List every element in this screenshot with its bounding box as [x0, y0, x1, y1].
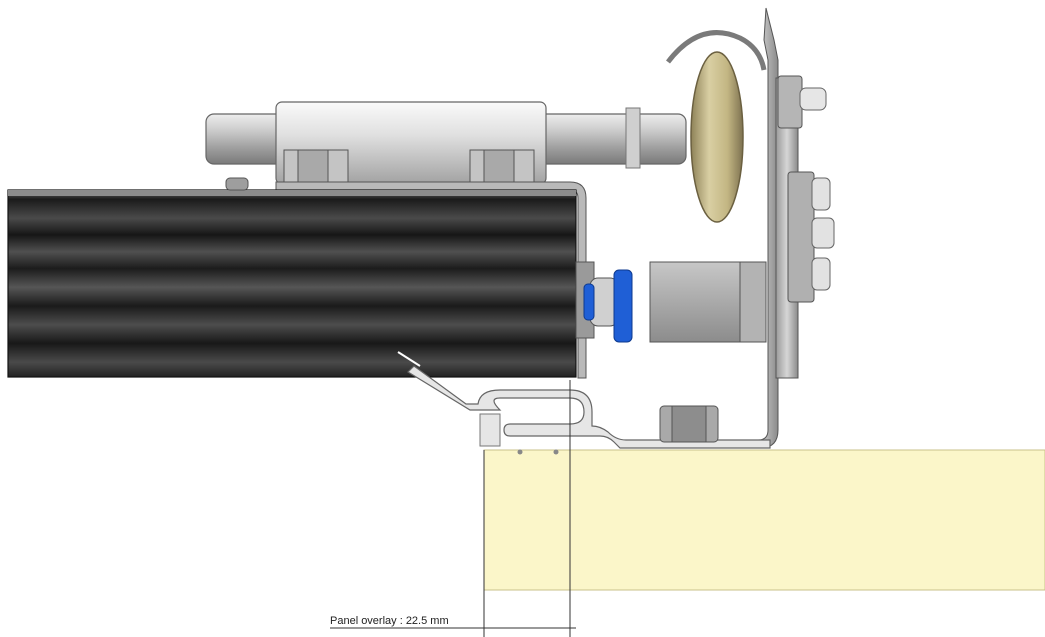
axle-assembly: [205, 101, 687, 185]
roller-wheel: [690, 51, 744, 223]
stop-block: [649, 261, 767, 343]
bottom-hook-profile: [407, 365, 771, 449]
sleeve-nut-left: [283, 149, 349, 183]
wheel-guard: [666, 30, 767, 71]
fixing-screw-1: [517, 449, 523, 455]
blue-seal-connector: [575, 261, 633, 343]
bottom-hex-bolt: [659, 405, 719, 443]
sleeve-nut-right: [469, 149, 535, 183]
dimension-label: Panel overlay : 22.5 mm: [330, 615, 449, 627]
bolt-stack-lower: [787, 171, 835, 303]
aluminium-extrusion: [7, 189, 577, 378]
panel-block: [483, 449, 1045, 591]
extrusion-top-boss: [225, 177, 249, 191]
fixing-screw-2: [553, 449, 559, 455]
bolt-stack-upper: [777, 75, 827, 129]
